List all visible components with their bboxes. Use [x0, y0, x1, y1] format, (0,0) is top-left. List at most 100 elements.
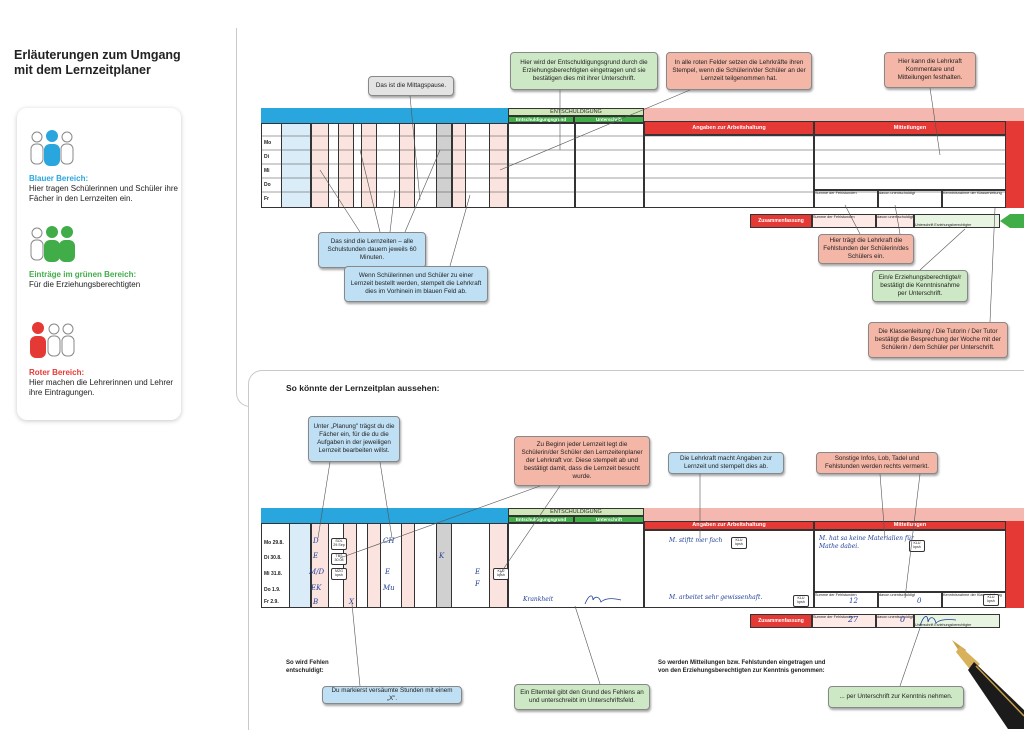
kenntnis-field: Kenntnisnahme der Klassenleitung — [942, 190, 1006, 208]
day-di-bottom: Di 30.8. — [264, 554, 282, 561]
callout-klassenleitung: Die Klassenleitung / Die Tutorin / Der T… — [868, 322, 1008, 358]
red-side-bar — [1006, 121, 1024, 208]
hand-do-3: F — [475, 580, 480, 588]
period-1-column-bottom — [289, 523, 311, 608]
stamp-sol: SOL 29.Sep — [331, 538, 347, 550]
callout-sonstige: Sonstige Infos, Lob, Tadel und Fehlstund… — [816, 452, 938, 474]
fountain-pen-icon — [952, 640, 1024, 729]
period-4-stamp-column-bottom — [401, 523, 415, 608]
period-5-stamp-column — [452, 123, 466, 208]
people-red-icon — [30, 322, 75, 358]
legend-blue: Blauer Bereich: Hier tragen Schülerinnen… — [29, 174, 179, 204]
kenntnis-field-bottom: Kenntnisnahme der Klassenleitung — [942, 592, 1006, 608]
mitteilungen-area — [814, 135, 1006, 190]
grund-header: Entschuldigungsgrund — [508, 116, 574, 123]
hand-mi-3: E — [475, 568, 481, 576]
hand-mi-2: E — [385, 568, 391, 576]
planner-sheet-top: ENTSCHULDIGUNG Entschuldigungsgrund Unte… — [261, 108, 1024, 208]
blue-header-bottom — [261, 508, 508, 523]
people-blue-icon — [30, 130, 74, 166]
green-arrow-icon — [1000, 214, 1024, 228]
zusammenfassung-label-bottom: Zusammenfassung — [750, 614, 812, 628]
people-green-icon — [30, 226, 75, 262]
hand-do-2: Mu — [383, 584, 395, 592]
blue-header — [261, 108, 508, 123]
summe-field-bottom: Summe der Fehlstunden — [814, 592, 878, 608]
arbeitshaltung-header: Angaben zur Arbeitshaltung — [644, 121, 814, 135]
stamp-tbs: TBS 30.08 — [331, 553, 347, 565]
green-area-bottom — [508, 523, 644, 608]
day-do: Do — [264, 181, 271, 188]
day-fr-bottom: Fr 2.9. — [264, 598, 279, 605]
legend-green-heading: Einträge im grünen Bereich: — [29, 270, 137, 279]
callout-entschuldigung: Hier wird der Entschuldigungsgrund durch… — [510, 52, 658, 90]
callout-versaeumt: Du markierst versäumte Stunden mit einem… — [322, 686, 462, 704]
hand-mo-2: CH — [383, 537, 395, 545]
note-mitteilungen: So werden Mitteilungen bzw. Fehlstunden … — [658, 660, 826, 674]
day-mo: Mo — [264, 139, 272, 146]
signature-erziehungsberechtigter — [919, 616, 957, 627]
planner-sheet-bottom: ENTSCHULDIGUNG Entschuldigungsgrund Unte… — [261, 508, 1024, 608]
grund-header-bottom: Entschuldigungsgrund — [508, 516, 574, 523]
lunch-break-column-bottom — [436, 523, 452, 608]
legend-red-text: Hier machen die Lehrerinnen und Lehrer i… — [29, 378, 174, 397]
callout-angaben: Die Lehrkraft macht Angaben zur Lernzeit… — [668, 452, 784, 474]
summary-davon-top: davon unentschuldigt — [876, 214, 914, 228]
hand-fr-1: B — [313, 598, 319, 606]
callout-unterschrift: ... per Unterschrift zur Kenntnis nehmen… — [828, 686, 964, 708]
hand-davon: 0 — [917, 597, 922, 605]
hand-davon-2: 0 — [900, 615, 906, 624]
red-header-band — [644, 108, 1024, 121]
unterschrift-header-bottom: Unterschrift — [574, 516, 644, 523]
hand-arbeitshaltung-2: M. arbeitet sehr gewissenhaft. — [669, 594, 763, 601]
callout-elternteil: Ein Elternteil gibt den Grund des Fehlen… — [514, 684, 650, 710]
period-2-stamp-column — [338, 123, 354, 208]
period-4-stamp-column — [399, 123, 415, 208]
hand-krankheit: Krankheit — [523, 596, 554, 603]
period-3-stamp-column — [361, 123, 377, 208]
hand-di-2: K — [439, 552, 445, 560]
day-fr: Fr — [264, 195, 269, 202]
hand-summe-2: 27 — [848, 615, 859, 624]
stamp-klu-5: KLU kpsh — [983, 594, 999, 606]
summary-davon-bottom: davon unentschuldigt — [876, 614, 914, 628]
period-1-column — [281, 123, 311, 208]
red-area — [644, 135, 814, 208]
day-mo-bottom: Mo 29.8. — [264, 539, 284, 546]
day-di: Di — [264, 153, 269, 160]
unterschrift-header: Unterschrift — [574, 116, 644, 123]
legend-red: Roter Bereich: Hier machen die Lehrerinn… — [29, 368, 179, 398]
green-divider — [574, 123, 576, 208]
summary-summe-bottom: Summe der Fehlstunden — [812, 614, 876, 628]
arbeitshaltung-header-bottom: Angaben zur Arbeitshaltung — [644, 521, 814, 530]
red-side-bar-bottom — [1006, 521, 1024, 608]
stamp-mzg: MZG kpsh — [331, 568, 347, 580]
callout-rote-felder: In alle roten Felder setzen die Lehrkräf… — [666, 52, 812, 90]
red-header-band-bottom — [644, 508, 1024, 521]
mitteilungen-header-bottom: Mitteilungen — [814, 521, 1006, 530]
hand-di-1: E — [313, 552, 319, 560]
example-title: So könnte der Lernzeitplan aussehen: — [286, 383, 440, 393]
davon-field: davon unentschuldigt — [878, 190, 942, 208]
davon-field-bottom: davon unentschuldigt — [878, 592, 942, 608]
mitteilungen-header: Mitteilungen — [814, 121, 1006, 135]
signature-parent — [584, 595, 622, 605]
red-area-bottom — [644, 530, 814, 608]
summary-summe-top: Summe der Fehlstunden — [812, 214, 876, 228]
period-7-stamp-column-bottom — [489, 523, 508, 608]
entschuldigung-header: ENTSCHULDIGUNG — [508, 108, 644, 116]
page-title: Erläuterungen zum Umgang mit dem Lernzei… — [14, 48, 181, 77]
hand-mo-1: D — [313, 537, 319, 545]
stamp-klu-4: KLU kpsh — [909, 540, 925, 552]
summary-unterschrift-top: Unterschrift Erziehungsberechtigter — [914, 214, 1000, 228]
callout-lernzeiten: Das sind die Lernzeiten – alle Schulstun… — [318, 232, 426, 268]
day-mi: Mi — [264, 167, 270, 174]
day-mi-bottom: Mi 31.8. — [264, 570, 283, 577]
callout-kenntnisnahme: Ein/e Erziehungsberechtigte/r bestätigt … — [872, 270, 968, 302]
hand-mitteilung: M. hat sa keine Materialien für Mathe da… — [819, 535, 914, 550]
callout-mittagspause: Das ist die Mittagspause. — [368, 76, 454, 96]
period-7-stamp-column — [489, 123, 508, 208]
legend-red-heading: Roter Bereich: — [29, 368, 85, 377]
stamp-klu-3: KLU kpsh — [793, 595, 809, 607]
legend-green: Einträge im grünen Bereich: Für die Erzi… — [29, 270, 179, 290]
